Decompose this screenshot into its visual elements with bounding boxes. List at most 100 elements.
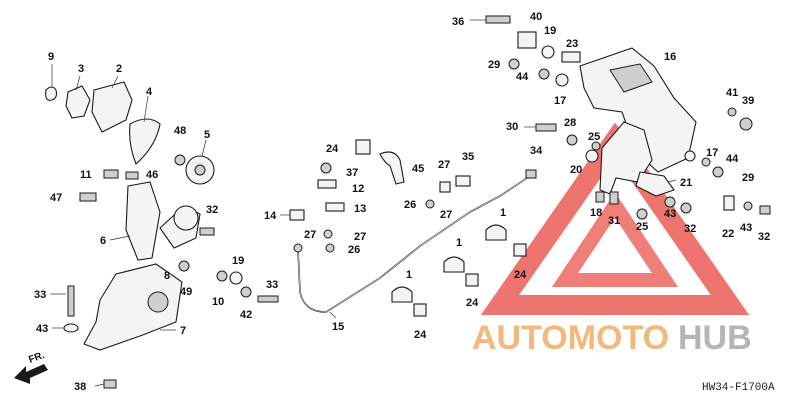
- part-15-cable-core: [297, 175, 531, 313]
- label-1-a: 1: [406, 269, 412, 281]
- part-44-washer-right: [701, 157, 711, 167]
- part-5-pulley-hub: [194, 164, 206, 176]
- label-13: 13: [354, 203, 366, 215]
- label-17-right: 17: [706, 147, 718, 159]
- label-1-b: 1: [456, 237, 462, 249]
- leader-38: [94, 383, 105, 387]
- label-25-bottom: 25: [636, 221, 648, 233]
- part-6-lever: [125, 181, 161, 261]
- part-36-bolt: [485, 15, 511, 24]
- part-1-clamp-a: [391, 286, 413, 303]
- part-16-housing-rib: [609, 63, 653, 93]
- part-12-clip: [317, 179, 337, 189]
- leader-6: [109, 235, 131, 241]
- label-30: 30: [506, 121, 518, 133]
- part-3-bracket: [65, 85, 91, 119]
- label-32-left: 32: [206, 204, 218, 216]
- leader-4: [143, 95, 149, 123]
- label-49: 49: [180, 286, 192, 298]
- watermark-triangle-inner: [551, 192, 679, 287]
- part-7-bracket-hole: [147, 291, 169, 313]
- part-15-cable: [297, 175, 531, 313]
- part-41-washer: [727, 107, 737, 117]
- part-17-collar-top: [555, 73, 569, 87]
- part-28-washer: [566, 134, 578, 146]
- label-27-c: 27: [438, 159, 450, 171]
- part-15-cable-end: [293, 243, 303, 253]
- leader-3: [75, 75, 81, 91]
- label-6: 6: [100, 235, 106, 247]
- label-18: 18: [590, 207, 602, 219]
- part-24-clamp-b: [465, 273, 479, 287]
- part-23-shaft: [561, 51, 581, 63]
- label-23: 23: [566, 38, 578, 50]
- part-30-bolt: [535, 123, 557, 132]
- part-48-nut: [174, 154, 186, 166]
- part-1-clamp-c: [485, 224, 507, 241]
- label-44-right: 44: [726, 153, 739, 165]
- label-46: 46: [146, 169, 158, 181]
- center-assembly: [289, 139, 537, 317]
- label-9: 9: [48, 51, 54, 63]
- part-24-clamp-a: [413, 303, 427, 317]
- part-34-bolt: [525, 169, 537, 179]
- label-7: 7: [180, 325, 186, 337]
- label-10: 10: [212, 296, 224, 308]
- diagram-code: HW34-F1700A: [702, 382, 775, 394]
- label-32-right: 32: [758, 231, 770, 243]
- part-45-clip: [379, 151, 405, 185]
- part-42-nut: [240, 286, 252, 298]
- left-assembly: [45, 81, 279, 389]
- part-39-nut: [739, 117, 753, 131]
- label-31: 31: [608, 215, 620, 227]
- part-40-block: [517, 31, 537, 49]
- label-12: 12: [352, 183, 364, 195]
- label-22: 22: [722, 228, 734, 240]
- front-arrow-icon: [14, 364, 48, 384]
- leader-5: [201, 139, 207, 157]
- label-14: 14: [264, 210, 277, 222]
- part-19-bushing-top: [541, 45, 555, 59]
- label-3: 3: [78, 63, 84, 75]
- right-assembly: [485, 15, 771, 220]
- part-44-washer-top: [538, 68, 550, 80]
- label-8: 8: [164, 270, 170, 282]
- part-33-bolt-mid: [257, 295, 279, 303]
- label-25-top: 25: [588, 131, 600, 143]
- label-28: 28: [564, 117, 576, 129]
- part-35-clamp: [455, 175, 471, 187]
- part-32-bolt-left: [199, 227, 215, 236]
- label-38: 38: [74, 381, 86, 393]
- part-4-cap: [129, 118, 161, 165]
- label-45: 45: [412, 163, 424, 175]
- label-24-c: 24: [514, 269, 527, 281]
- label-15: 15: [332, 321, 344, 333]
- label-29-right: 29: [742, 172, 754, 184]
- part-19-bushing-left: [229, 271, 243, 285]
- part-27-nut-a: [323, 229, 333, 239]
- part-2-cover: [91, 81, 133, 133]
- part-labels: 9 3 2 4 48 5 11 46 47 32 6 19 8 49 10 33…: [34, 11, 770, 393]
- label-19-left: 19: [232, 255, 244, 267]
- part-1-clamp-b: [443, 256, 465, 273]
- label-43-mid: 43: [664, 208, 676, 220]
- label-26-b: 26: [404, 199, 416, 211]
- label-24-a: 24: [414, 329, 427, 341]
- label-19-top: 19: [544, 25, 556, 37]
- label-48: 48: [174, 125, 186, 137]
- label-27-b: 27: [354, 231, 366, 243]
- part-13-clip: [325, 202, 345, 212]
- part-32-bolt-mid: [680, 202, 692, 214]
- part-47-bolt: [79, 192, 97, 202]
- part-7-bracket: [83, 263, 183, 351]
- front-marker: FR.: [14, 350, 48, 384]
- label-24-b: 24: [466, 297, 479, 309]
- part-22-clip: [723, 195, 735, 211]
- label-1-c: 1: [500, 207, 506, 219]
- label-36: 36: [452, 16, 464, 28]
- label-34: 34: [530, 145, 543, 157]
- watermark-triangle: [480, 122, 750, 315]
- part-11-bolt: [103, 169, 119, 179]
